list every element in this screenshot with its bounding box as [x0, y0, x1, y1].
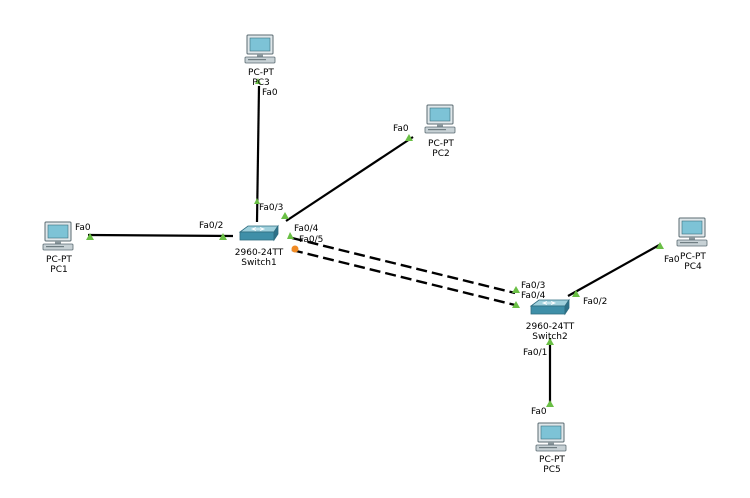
device-pc4[interactable]: PC-PT PC4 — [676, 217, 708, 272]
device-name-label: PC2 — [432, 149, 449, 159]
device-name-label: PC4 — [684, 262, 702, 272]
port-up-indicator — [254, 198, 260, 204]
port-label: Fa0 — [664, 255, 680, 265]
pc-icon — [424, 104, 456, 134]
port-up-indicator — [546, 338, 554, 345]
port-label: Fa0/2 — [199, 221, 223, 231]
device-name-label: Switch1 — [241, 258, 276, 268]
port-labels: Fa0 Fa0/3 Fa0 Fa0/4 Fa0 Fa0/2 Fa0/5 Fa0/… — [75, 88, 680, 417]
port-up-indicator — [656, 242, 664, 249]
port-up-indicator — [405, 134, 413, 141]
port-label: Fa0/2 — [583, 297, 607, 307]
device-model-label: PC-PT — [248, 68, 274, 78]
port-up-indicator — [287, 232, 294, 239]
port-label: Fa0 — [531, 407, 547, 417]
port-label: Fa0 — [262, 88, 278, 98]
device-pc1[interactable]: PC-PT PC1 — [42, 221, 74, 275]
switch-icon — [239, 225, 279, 241]
port-label: Fa0 — [393, 124, 409, 134]
device-model-label: 2960-24TT — [526, 322, 575, 332]
link-pc2-switch1[interactable] — [285, 136, 414, 222]
link-pc4-switch2[interactable] — [567, 243, 662, 297]
device-model-label: PC-PT — [428, 139, 454, 149]
port-up-indicator — [546, 400, 554, 407]
port-indicators — [86, 78, 664, 407]
device-name-label: PC3 — [252, 78, 269, 88]
links — [87, 85, 662, 402]
port-up-indicator — [281, 212, 289, 219]
device-name-label: Switch2 — [532, 332, 567, 342]
switch-icon — [530, 299, 570, 315]
device-model-label: 2960-24TT — [235, 248, 284, 258]
device-switch1[interactable]: 2960-24TT Switch1 — [235, 225, 284, 268]
device-model-label: PC-PT — [680, 252, 706, 262]
port-blocking-indicator — [291, 245, 299, 253]
pc-icon — [535, 422, 567, 452]
port-up-indicator — [572, 290, 580, 297]
device-model-label: PC-PT — [539, 455, 565, 465]
port-label: Fa0/3 — [259, 203, 283, 213]
port-label: Fa0/4 — [294, 224, 319, 234]
port-label: Fa0/1 — [523, 348, 547, 358]
device-model-label: PC-PT — [46, 255, 72, 265]
pc-icon — [42, 221, 74, 251]
link-pc1-switch1[interactable] — [87, 233, 234, 238]
device-pc3[interactable]: PC-PT PC3 — [244, 34, 276, 88]
port-up-indicator — [86, 233, 94, 240]
port-up-indicator — [512, 301, 520, 308]
pc-icon — [676, 217, 708, 247]
device-pc2[interactable]: PC-PT PC2 — [424, 104, 456, 159]
port-label: Fa0 — [75, 223, 91, 233]
device-name-label: PC1 — [50, 265, 67, 275]
link-switch1-switch2-fa0-5[interactable] — [291, 236, 516, 295]
device-name-label: PC5 — [543, 465, 560, 475]
device-pc5[interactable]: PC-PT PC5 — [535, 422, 567, 475]
port-up-indicator — [512, 286, 520, 293]
port-label: Fa0/5 — [299, 235, 323, 245]
pc-icon — [244, 34, 276, 64]
link-switch1-switch2-fa0-4[interactable] — [291, 248, 516, 307]
port-up-indicator — [219, 233, 227, 240]
port-label: Fa0/3 — [521, 281, 545, 291]
port-up-indicator — [255, 78, 261, 84]
device-switch2[interactable]: 2960-24TT Switch2 — [526, 299, 575, 342]
port-label: Fa0/4 — [521, 291, 546, 301]
